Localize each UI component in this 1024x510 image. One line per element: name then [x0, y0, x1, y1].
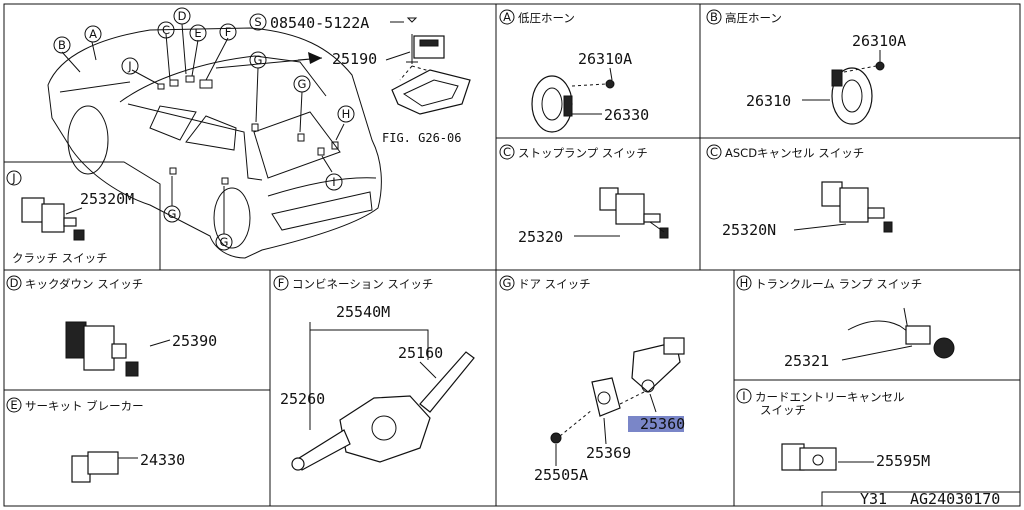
svg-text:25320M: 25320M: [80, 190, 134, 208]
svg-text:I: I: [332, 175, 335, 189]
svg-text:H: H: [342, 107, 351, 121]
panel-i-card-entry-cancel-switch: I カードエントリーキャンセル スイッチ 25595M: [736, 388, 930, 471]
callout-a: A: [84, 25, 102, 43]
svg-text:J: J: [11, 171, 15, 185]
callout-b: B: [53, 36, 71, 54]
svg-text:C: C: [710, 145, 718, 159]
panel-f-combination-switch: F コンビネーション スイッチ 25540M 25160 25260: [273, 275, 475, 471]
callout-g1: G: [249, 51, 267, 69]
screw-prefix: S: [254, 15, 261, 29]
panel-borders: [3, 3, 1021, 507]
callout-j: J: [121, 57, 139, 75]
overview-callouts: A B C D E F G G G G G H I J: [0, 0, 355, 251]
svg-text:C: C: [162, 23, 170, 37]
panel-b-high-horn: B 高圧ホーン 26310A 26310: [706, 9, 906, 125]
svg-text:25540M: 25540M: [336, 303, 390, 321]
svg-text:24330: 24330: [140, 451, 185, 469]
panel-h-trunk-lamp-switch: H トランクルーム ランプ スイッチ 25321: [736, 275, 955, 370]
lamp-assembly: S 08540-5122A 25190 FIG. G26-06: [249, 13, 471, 145]
callout-h: H: [337, 105, 355, 123]
svg-text:26310A: 26310A: [578, 50, 632, 68]
svg-text:25505A: 25505A: [534, 466, 588, 484]
svg-text:25595M: 25595M: [876, 452, 930, 470]
svg-text:H: H: [740, 276, 749, 290]
panel-j-clutch-switch: J 25320M クラッチ スイッチ: [6, 170, 134, 265]
svg-text:26330: 26330: [604, 106, 649, 124]
svg-text:25369: 25369: [586, 444, 631, 462]
car-overview: A B C D E F G G G G G H I J S 08540-5122…: [0, 0, 471, 259]
svg-text:サーキット ブレーカー: サーキット ブレーカー: [25, 399, 144, 413]
callout-d: D: [173, 7, 191, 25]
svg-text:ドア スイッチ: ドア スイッチ: [518, 277, 591, 291]
svg-text:スイッチ: スイッチ: [760, 403, 806, 417]
callout-c: C: [157, 21, 175, 39]
panel-g-door-switch: G ドア スイッチ 25360 25369 25505A: [499, 275, 685, 484]
callout-g2: G: [293, 75, 311, 93]
svg-text:26310: 26310: [746, 92, 791, 110]
svg-text:25320: 25320: [518, 228, 563, 246]
panel-c-stop-lamp-switch: C ストップランプ スイッチ 25320: [499, 144, 669, 246]
svg-text:25360: 25360: [640, 415, 685, 433]
callout-g4: G: [215, 233, 233, 251]
svg-text:25390: 25390: [172, 332, 217, 350]
part-highlight: [628, 416, 684, 432]
svg-text:I: I: [742, 389, 745, 403]
svg-text:高圧ホーン: 高圧ホーン: [725, 11, 782, 25]
svg-text:G: G: [220, 235, 229, 249]
svg-text:B: B: [58, 38, 66, 52]
panel-d-kickdown-switch: D キックダウン スイッチ 25390: [6, 275, 217, 377]
svg-text:カードエントリーキャンセル: カードエントリーキャンセル: [755, 390, 905, 404]
svg-text:コンビネーション スイッチ: コンビネーション スイッチ: [292, 277, 433, 291]
svg-text:E: E: [194, 26, 201, 40]
footer-code: AG24030170: [910, 490, 1000, 508]
footer: Y31 AG24030170: [860, 490, 1000, 508]
fig-ref-label: FIG. G26-06: [382, 131, 461, 145]
svg-text:F: F: [278, 276, 285, 290]
svg-text:キックダウン スイッチ: キックダウン スイッチ: [25, 277, 143, 291]
screw-part-label: 08540-5122A: [270, 14, 369, 32]
svg-text:25260: 25260: [280, 390, 325, 408]
svg-text:25320N: 25320N: [722, 221, 776, 239]
svg-text:25321: 25321: [784, 352, 829, 370]
svg-text:A: A: [89, 27, 97, 41]
svg-text:E: E: [10, 398, 17, 412]
svg-text:ストップランプ スイッチ: ストップランプ スイッチ: [518, 146, 648, 160]
callout-e: E: [189, 24, 207, 42]
footer-model: Y31: [860, 490, 887, 508]
panel-c-ascd-cancel-switch: C ASCDキャンセル スイッチ 25320N: [706, 144, 893, 239]
lamp-part-label: 25190: [332, 50, 377, 68]
callout-g3: G: [163, 205, 181, 223]
svg-text:25160: 25160: [398, 344, 443, 362]
svg-text:26310A: 26310A: [852, 32, 906, 50]
svg-text:B: B: [710, 10, 718, 24]
callout-i: I: [325, 173, 343, 191]
panel-a-low-horn: A 低圧ホーン 26310A 26330: [499, 9, 649, 133]
svg-text:G: G: [503, 276, 512, 290]
svg-text:A: A: [503, 10, 511, 24]
svg-text:トランクルーム ランプ スイッチ: トランクルーム ランプ スイッチ: [755, 277, 922, 291]
svg-text:J: J: [127, 59, 131, 73]
panel-e-circuit-breaker: E サーキット ブレーカー 24330: [6, 397, 185, 483]
svg-text:C: C: [503, 145, 511, 159]
svg-text:G: G: [254, 53, 263, 67]
svg-text:D: D: [178, 9, 187, 23]
svg-text:クラッチ スイッチ: クラッチ スイッチ: [12, 251, 108, 265]
svg-text:低圧ホーン: 低圧ホーン: [518, 11, 575, 25]
callout-f: F: [219, 23, 237, 41]
svg-text:G: G: [168, 207, 177, 221]
svg-text:F: F: [225, 25, 232, 39]
svg-text:ASCDキャンセル スイッチ: ASCDキャンセル スイッチ: [725, 146, 864, 160]
svg-text:D: D: [10, 276, 19, 290]
callout-g5: G: [0, 0, 9, 3]
svg-text:G: G: [298, 77, 307, 91]
